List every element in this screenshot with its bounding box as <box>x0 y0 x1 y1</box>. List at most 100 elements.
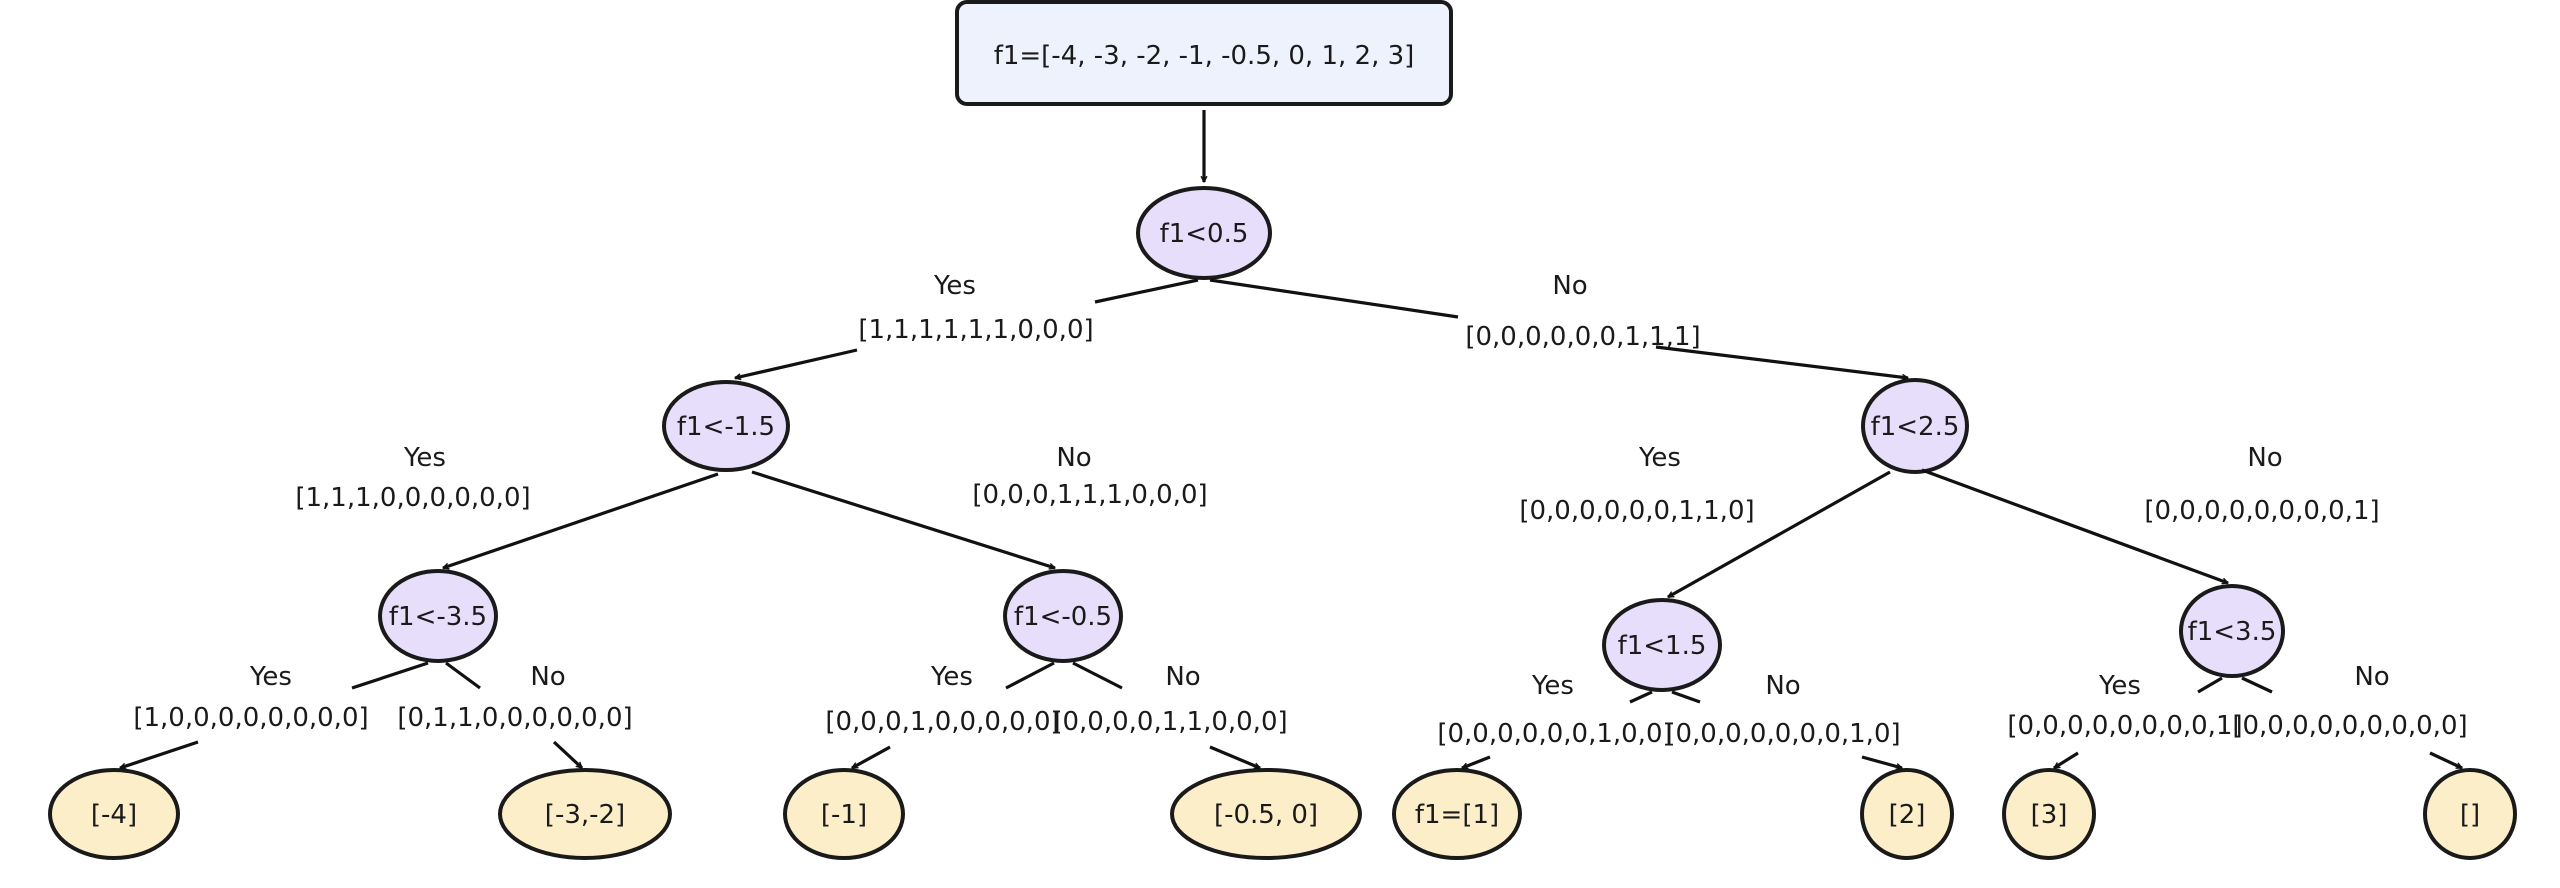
leaf-node-l6: [3] <box>2002 768 2096 860</box>
decision-label-d2: f1<2.5 <box>1871 412 1960 442</box>
edge-e6-upper <box>351 661 429 690</box>
edge-e8-lower <box>852 745 891 770</box>
root-node: f1=[-4, -3, -2, -1, -0.5, 0, 1, 2, 3] <box>955 0 1453 106</box>
edge-e0-upper <box>1094 278 1199 304</box>
decision-label-d1: f1<-1.5 <box>677 412 775 442</box>
decision-ellipse-d0 <box>1136 186 1272 280</box>
leaf-label-l3: [-0.5, 0] <box>1214 800 1318 830</box>
leaf-label-l0: [-4] <box>91 800 137 830</box>
edge-e0-mask: [1,1,1,1,1,1,0,0,0] <box>858 315 1093 345</box>
edge-e8-answer: Yes <box>930 662 973 692</box>
edge-e1-lower <box>1655 345 1908 378</box>
decision-label-d6: f1<3.5 <box>2188 617 2277 647</box>
decision-label-d4: f1<-0.5 <box>1014 602 1112 632</box>
leaf-ellipse-l0 <box>48 768 180 860</box>
leaf-ellipse-l5 <box>1860 768 1954 860</box>
root-label: f1=[-4, -3, -2, -1, -0.5, 0, 1, 2, 3] <box>994 41 1415 71</box>
edge-e5-mask: [0,0,0,0,0,0,0,0,1] <box>2144 496 2379 526</box>
leaf-node-l2: [-1] <box>783 768 905 860</box>
leaf-ellipse-l6 <box>2002 768 2096 860</box>
decision-ellipse-d2 <box>1861 378 1969 474</box>
leaf-ellipse-l3 <box>1170 768 1362 860</box>
decision-ellipse-d3 <box>378 569 498 663</box>
edge-e7-upper <box>445 661 481 690</box>
edge-e5-line <box>1921 468 2228 585</box>
edge-e11: No [0,0,0,0,0,0,0,1,0] <box>1665 671 1902 768</box>
edge-e6: Yes [1,0,0,0,0,0,0,0,0] <box>120 661 429 768</box>
edge-e13-upper <box>2241 676 2273 694</box>
decision-label-d0: f1<0.5 <box>1160 219 1249 249</box>
edge-e7-mask: [0,1,1,0,0,0,0,0,0] <box>397 703 632 733</box>
edge-e9-mask: [0,0,0,0,1,1,0,0,0] <box>1052 707 1287 737</box>
leaf-label-l6: [3] <box>2031 800 2068 830</box>
decision-node-d0: f1<0.5 <box>1136 186 1272 280</box>
edge-e3-answer: No <box>1056 443 1091 473</box>
edge-e3: No [0,0,0,1,1,1,0,0,0] <box>751 443 1208 568</box>
edge-e12-upper <box>2197 676 2223 694</box>
decision-node-d5: f1<1.5 <box>1602 598 1722 692</box>
decision-node-d2: f1<2.5 <box>1861 378 1969 474</box>
edge-e2-answer: Yes <box>403 443 446 473</box>
leaf-node-l1: [-3,-2] <box>498 768 672 860</box>
decision-node-d6: f1<3.5 <box>2179 584 2285 678</box>
edge-e13-mask: [0,0,0,0,0,0,0,0,0] <box>2232 711 2467 741</box>
edge-e1: No [0,0,0,0,0,0,1,1,1] <box>1209 271 1908 378</box>
edge-e5: No [0,0,0,0,0,0,0,0,1] <box>1921 443 2380 585</box>
decision-ellipse-d5 <box>1602 598 1722 692</box>
leaf-node-l7: [] <box>2423 768 2517 860</box>
edge-e7-answer: No <box>530 662 565 692</box>
edge-e11-lower <box>1861 755 1902 768</box>
edge-e4-mask: [0,0,0,0,0,0,1,1,0] <box>1519 496 1754 526</box>
edge-e12-answer: Yes <box>2098 671 2141 701</box>
decision-ellipse-d6 <box>2179 584 2285 678</box>
decision-node-d4: f1<-0.5 <box>1003 569 1123 663</box>
edge-e10: Yes [0,0,0,0,0,0,1,0,0] <box>1437 671 1673 770</box>
decision-ellipse-d4 <box>1003 569 1123 663</box>
root-box <box>955 0 1453 106</box>
leaf-label-l2: [-1] <box>821 800 867 830</box>
edge-e11-mask: [0,0,0,0,0,0,0,1,0] <box>1665 719 1900 749</box>
leaf-ellipse-l4 <box>1392 768 1522 860</box>
edge-e8: Yes [0,0,0,1,0,0,0,0,0] <box>825 661 1061 770</box>
edge-e0: Yes [1,1,1,1,1,1,0,0,0] <box>735 271 1199 378</box>
edge-e7: No [0,1,1,0,0,0,0,0,0] <box>397 661 633 770</box>
edge-e10-upper <box>1629 690 1653 704</box>
edge-e10-answer: Yes <box>1531 671 1574 701</box>
edge-e6-lower <box>120 740 199 768</box>
edge-e8-upper <box>1005 661 1055 690</box>
edge-e6-mask: [1,0,0,0,0,0,0,0,0] <box>133 703 368 733</box>
decision-node-d3: f1<-3.5 <box>378 569 498 663</box>
edge-e11-answer: No <box>1765 671 1800 701</box>
leaf-node-l4: f1=[1] <box>1392 768 1522 860</box>
edge-e12-mask: [0,0,0,0,0,0,0,0,1] <box>2007 711 2242 741</box>
edge-e8-mask: [0,0,0,1,0,0,0,0,0] <box>825 707 1060 737</box>
edge-e13: No [0,0,0,0,0,0,0,0,0] <box>2232 662 2468 770</box>
leaf-label-l4: f1=[1] <box>1415 800 1499 830</box>
edge-e1-mask: [0,0,0,0,0,0,1,1,1] <box>1465 322 1700 352</box>
edge-e9-lower <box>1209 745 1260 770</box>
edge-e11-upper <box>1671 690 1701 704</box>
decision-node-d1: f1<-1.5 <box>662 380 790 472</box>
leaf-label-l5: [2] <box>1889 800 1926 830</box>
edge-e13-lower <box>2429 751 2462 770</box>
decision-ellipse-d1 <box>662 380 790 472</box>
edge-e10-mask: [0,0,0,0,0,0,1,0,0] <box>1437 719 1672 749</box>
edge-e2: Yes [1,1,1,0,0,0,0,0,0] <box>295 443 719 568</box>
edge-e13-answer: No <box>2354 662 2389 692</box>
leaf-ellipse-l2 <box>783 768 905 860</box>
leaf-ellipse-l1 <box>498 768 672 860</box>
edge-e3-mask: [0,0,0,1,1,1,0,0,0] <box>972 480 1207 510</box>
edge-e9: No [0,0,0,0,1,1,0,0,0] <box>1052 661 1288 770</box>
leaf-node-l3: [-0.5, 0] <box>1170 768 1362 860</box>
leaf-label-l1: [-3,-2] <box>545 800 625 830</box>
leaf-ellipse-l7 <box>2423 768 2517 860</box>
edge-e12: Yes [0,0,0,0,0,0,0,0,1] <box>2007 671 2243 770</box>
edge-e10-lower <box>1462 755 1491 770</box>
leaf-label-l7: [] <box>2460 800 2480 830</box>
edge-e7-lower <box>552 740 582 770</box>
edge-e5-answer: No <box>2247 443 2282 473</box>
edge-e1-answer: No <box>1552 271 1587 301</box>
edge-e3-line <box>751 470 1055 568</box>
edge-e4-line <box>1668 470 1891 599</box>
